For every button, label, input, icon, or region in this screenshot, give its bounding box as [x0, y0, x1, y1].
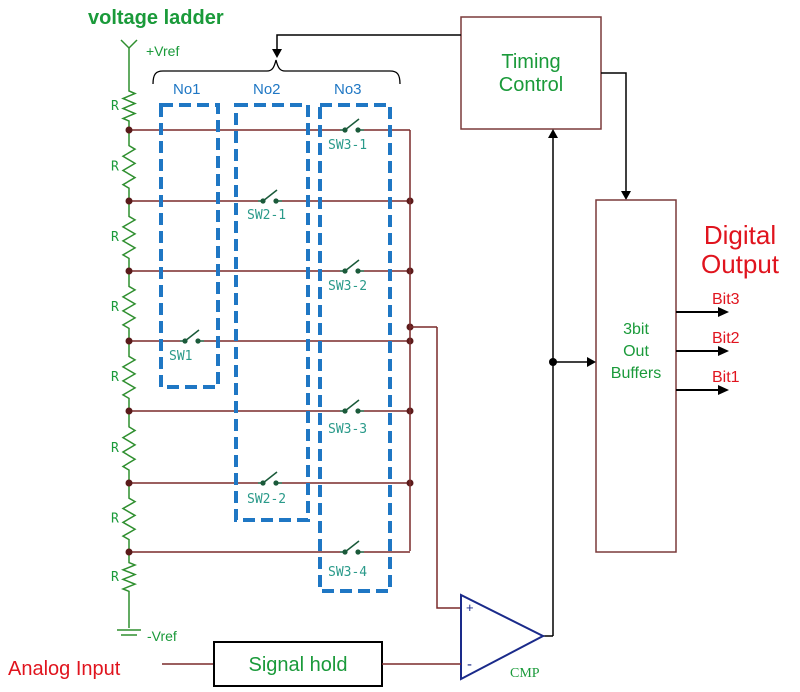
sw3-4-label: SW3-4 — [328, 565, 367, 580]
sw2-1-label: SW2-1 — [247, 208, 286, 223]
vref-neg-terminal — [117, 600, 141, 636]
sw3-1-symbol — [340, 118, 364, 133]
signal-hold-box — [213, 641, 383, 687]
resistor-label: R — [111, 512, 119, 527]
timing-to-buffers-arrow — [621, 191, 631, 200]
tap-junction — [125, 548, 133, 556]
group-brace — [152, 59, 401, 85]
analog-input-label: Analog Input — [8, 658, 121, 680]
tap-junction — [125, 197, 133, 205]
resistor-label: R — [111, 441, 119, 456]
sw3-4-symbol — [340, 540, 364, 555]
cmp-to-buffers-arrow — [587, 357, 596, 367]
timing-to-switches-arrow — [272, 49, 282, 58]
digital-output-line1: Digital — [704, 220, 776, 250]
bit2-arrow — [718, 346, 729, 356]
comparator-minus: - — [467, 656, 472, 673]
timing-control-box — [460, 16, 602, 130]
sw1-label: SW1 — [169, 349, 192, 364]
comparator-plus: + — [466, 600, 474, 615]
vref-pos-label: +Vref — [146, 43, 179, 59]
bit2-label: Bit2 — [712, 330, 740, 347]
resistor — [121, 201, 137, 271]
resistor-label: R — [111, 99, 119, 114]
tap-junction — [125, 267, 133, 275]
sw3-1-label: SW3-1 — [328, 138, 367, 153]
tap-junction — [125, 126, 133, 134]
tap-junction — [125, 407, 133, 415]
resistor-label: R — [111, 370, 119, 385]
sw1-symbol — [180, 329, 204, 344]
diagram-title: voltage ladder — [88, 7, 224, 29]
resistor-label: R — [111, 570, 119, 585]
bit3-label: Bit3 — [712, 291, 740, 308]
bit1-arrow — [718, 385, 729, 395]
sw2-2-symbol — [258, 471, 282, 486]
timing-to-switches-wire — [276, 34, 461, 51]
resistor-label: R — [111, 300, 119, 315]
timing-control-line2: Control — [499, 74, 563, 96]
cmp-to-timing-arrow — [548, 129, 558, 138]
sw3-3-symbol — [340, 399, 364, 414]
resistor-label: R — [111, 160, 119, 175]
ladder-to-cmp-wire-2 — [436, 327, 461, 609]
resistor — [120, 552, 138, 600]
switch-symbols — [180, 118, 364, 555]
timing-to-buffers-wire — [601, 72, 627, 192]
group-no3-box — [318, 103, 392, 593]
sw3-2-symbol — [340, 259, 364, 274]
digital-output-line2: Output — [701, 249, 780, 279]
resistor — [121, 341, 137, 411]
comparator-triangle — [460, 593, 546, 681]
sw2-1-symbol — [258, 189, 282, 204]
resistor — [121, 271, 137, 341]
group-no2-label: No2 — [253, 81, 281, 98]
timing-control-line1: Timing — [501, 51, 560, 73]
resistor — [121, 130, 137, 201]
buffers-line2: Out — [623, 343, 649, 360]
resistor — [121, 80, 137, 130]
vref-neg-label: -Vref — [147, 628, 177, 644]
bit3-arrow — [718, 307, 729, 317]
vref-pos-terminal — [120, 39, 138, 80]
tap-junction — [125, 479, 133, 487]
resistor — [121, 411, 137, 483]
resistor — [121, 483, 137, 552]
bit1-label: Bit1 — [712, 369, 740, 386]
sw2-2-label: SW2-2 — [247, 492, 286, 507]
out-buffers-box — [595, 199, 677, 553]
sw3-3-label: SW3-3 — [328, 422, 367, 437]
buffers-line3: Buffers — [611, 365, 661, 382]
group-no2-box — [234, 103, 310, 522]
group-no3-label: No3 — [334, 81, 362, 98]
tap-junction — [125, 337, 133, 345]
signal-hold-label: Signal hold — [249, 654, 348, 676]
resistor-label: R — [111, 230, 119, 245]
sw3-2-label: SW3-2 — [328, 279, 367, 294]
group-no1-label: No1 — [173, 81, 201, 98]
comparator-label: CMP — [510, 666, 540, 681]
resistor-ladder: R R R R R R R R — [111, 80, 138, 600]
buffers-line1: 3bit — [623, 321, 649, 338]
group-no1-box — [159, 103, 220, 389]
